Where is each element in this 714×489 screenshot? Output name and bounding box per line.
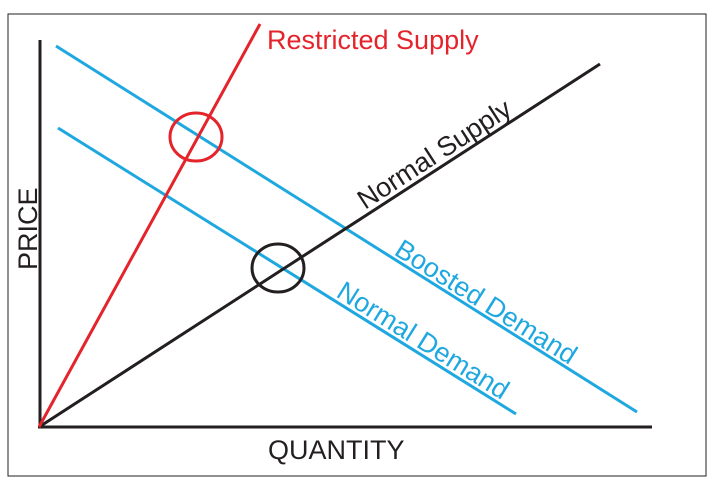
normal-supply-label: Normal Supply	[352, 93, 517, 215]
diagram-frame	[7, 13, 707, 477]
normal-equilibrium-circle	[250, 242, 306, 294]
x-axis-label: QUANTITY	[268, 435, 405, 465]
normal-demand-line	[57, 126, 517, 416]
restricted-supply-label: Restricted Supply	[267, 25, 479, 55]
restricted-equilibrium-circle	[168, 111, 224, 163]
normal-supply-line	[38, 62, 601, 429]
y-axis-label: PRICE	[13, 187, 43, 270]
restricted-supply-line	[37, 23, 262, 428]
